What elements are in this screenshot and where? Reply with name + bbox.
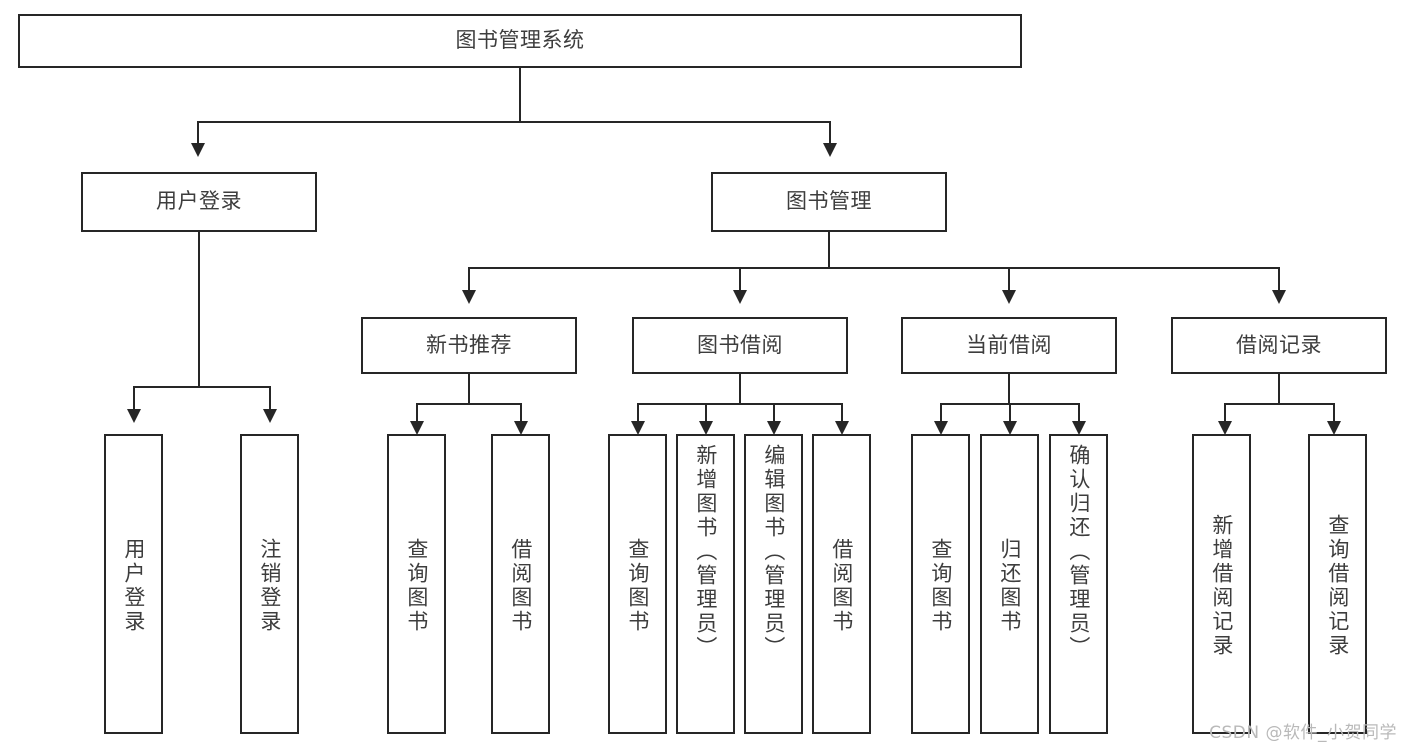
connector-root-bus — [197, 121, 831, 123]
leaf-logout[interactable]: 注销登录 — [240, 434, 299, 734]
leaf-logout-label: 注销登录 — [257, 538, 282, 634]
connector-cb-stem — [1008, 374, 1010, 405]
connector-level3-bus — [468, 267, 1280, 269]
leaf-bb-edit-book-label: 编辑图书（管理员） — [761, 444, 786, 660]
arrow-bb-leaf-4 — [835, 421, 849, 435]
leaf-cb-query-book-label: 查询图书 — [928, 538, 953, 634]
node-borrow-record[interactable]: 借阅记录 — [1171, 317, 1387, 374]
arrow-br-leaf-2 — [1327, 421, 1341, 435]
connector-level3-drop-3 — [1008, 267, 1010, 291]
node-borrow-record-label: 借阅记录 — [1236, 332, 1322, 357]
connector-bb-drop-2 — [705, 403, 707, 425]
arrow-br-leaf-1 — [1218, 421, 1232, 435]
connector-book-manage-stem — [828, 232, 830, 269]
leaf-nbr-borrow-book[interactable]: 借阅图书 — [491, 434, 550, 734]
node-user-login[interactable]: 用户登录 — [81, 172, 317, 232]
leaf-cb-confirm-return-label: 确认归还（管理员） — [1066, 444, 1091, 660]
connector-br-drop-1 — [1224, 403, 1226, 425]
node-book-manage-label: 图书管理 — [786, 189, 872, 214]
arrow-nbr-leaf-1 — [410, 421, 424, 435]
leaf-bb-query-book-label: 查询图书 — [625, 538, 650, 634]
node-current-borrow[interactable]: 当前借阅 — [901, 317, 1117, 374]
arrow-to-borrow-record — [1272, 290, 1286, 304]
leaf-cb-return-book[interactable]: 归还图书 — [980, 434, 1039, 734]
arrow-cb-leaf-3 — [1072, 421, 1086, 435]
leaf-bb-add-book[interactable]: 新增图书（管理员） — [676, 434, 735, 734]
node-book-borrow-label: 图书借阅 — [697, 332, 783, 357]
connector-bb-drop-4 — [841, 403, 843, 425]
arrow-cb-leaf-1 — [934, 421, 948, 435]
connector-br-stem — [1278, 374, 1280, 405]
connector-bb-stem — [739, 374, 741, 405]
arrow-to-book-manage — [823, 143, 837, 157]
leaf-bb-query-book[interactable]: 查询图书 — [608, 434, 667, 734]
connector-bb-bus — [637, 403, 843, 405]
connector-nbr-bus — [416, 403, 521, 405]
connector-user-login-bus — [133, 386, 270, 388]
node-new-book-recommend[interactable]: 新书推荐 — [361, 317, 577, 374]
connector-nbr-stem — [468, 374, 470, 405]
connector-root-stem — [519, 68, 521, 121]
connector-cb-drop-2 — [1009, 403, 1011, 425]
leaf-cb-confirm-return[interactable]: 确认归还（管理员） — [1049, 434, 1108, 734]
leaf-br-add-record-label: 新增借阅记录 — [1209, 514, 1234, 658]
arrow-to-new-book-recommend — [462, 290, 476, 304]
node-book-manage[interactable]: 图书管理 — [711, 172, 947, 232]
leaf-nbr-query-book[interactable]: 查询图书 — [387, 434, 446, 734]
connector-user-login-drop-2 — [269, 386, 271, 410]
connector-level3-drop-2 — [739, 267, 741, 291]
connector-root-drop-right — [829, 121, 831, 144]
arrow-nbr-leaf-2 — [514, 421, 528, 435]
leaf-bb-borrow-book[interactable]: 借阅图书 — [812, 434, 871, 734]
connector-root-drop-left — [197, 121, 199, 144]
connector-br-drop-2 — [1333, 403, 1335, 425]
arrow-bb-leaf-1 — [631, 421, 645, 435]
leaf-cb-query-book[interactable]: 查询图书 — [911, 434, 970, 734]
leaf-cb-return-book-label: 归还图书 — [997, 538, 1022, 634]
node-new-book-recommend-label: 新书推荐 — [426, 332, 512, 357]
node-root[interactable]: 图书管理系统 — [18, 14, 1022, 68]
leaf-br-add-record[interactable]: 新增借阅记录 — [1192, 434, 1251, 734]
node-root-label: 图书管理系统 — [455, 28, 585, 53]
connector-user-login-drop-1 — [133, 386, 135, 410]
arrow-to-user-login — [191, 143, 205, 157]
watermark: CSDN @软件_小贺同学 — [1209, 723, 1397, 743]
node-current-borrow-label: 当前借阅 — [966, 332, 1052, 357]
leaf-bb-add-book-label: 新增图书（管理员） — [693, 444, 718, 660]
connector-br-bus — [1224, 403, 1334, 405]
node-book-borrow[interactable]: 图书借阅 — [632, 317, 848, 374]
arrow-cb-leaf-2 — [1003, 421, 1017, 435]
connector-level3-drop-1 — [468, 267, 470, 291]
connector-nbr-drop-1 — [416, 403, 418, 425]
arrow-bb-leaf-3 — [767, 421, 781, 435]
leaf-user-login-label: 用户登录 — [121, 538, 146, 634]
connector-bb-drop-1 — [637, 403, 639, 425]
connector-user-login-stem — [198, 232, 200, 388]
leaf-nbr-borrow-book-label: 借阅图书 — [508, 538, 533, 634]
leaf-bb-edit-book[interactable]: 编辑图书（管理员） — [744, 434, 803, 734]
connector-bb-drop-3 — [773, 403, 775, 425]
leaf-br-query-record[interactable]: 查询借阅记录 — [1308, 434, 1367, 734]
node-user-login-label: 用户登录 — [156, 189, 242, 214]
arrow-to-book-borrow — [733, 290, 747, 304]
arrow-to-leaf-user-login — [127, 409, 141, 423]
leaf-nbr-query-book-label: 查询图书 — [404, 538, 429, 634]
connector-level3-drop-4 — [1278, 267, 1280, 291]
connector-nbr-drop-2 — [520, 403, 522, 425]
connector-cb-drop-1 — [940, 403, 942, 425]
leaf-br-query-record-label: 查询借阅记录 — [1325, 514, 1350, 658]
leaf-bb-borrow-book-label: 借阅图书 — [829, 538, 854, 634]
connector-cb-drop-3 — [1078, 403, 1080, 425]
leaf-user-login[interactable]: 用户登录 — [104, 434, 163, 734]
arrow-to-current-borrow — [1002, 290, 1016, 304]
arrow-to-leaf-logout — [263, 409, 277, 423]
arrow-bb-leaf-2 — [699, 421, 713, 435]
